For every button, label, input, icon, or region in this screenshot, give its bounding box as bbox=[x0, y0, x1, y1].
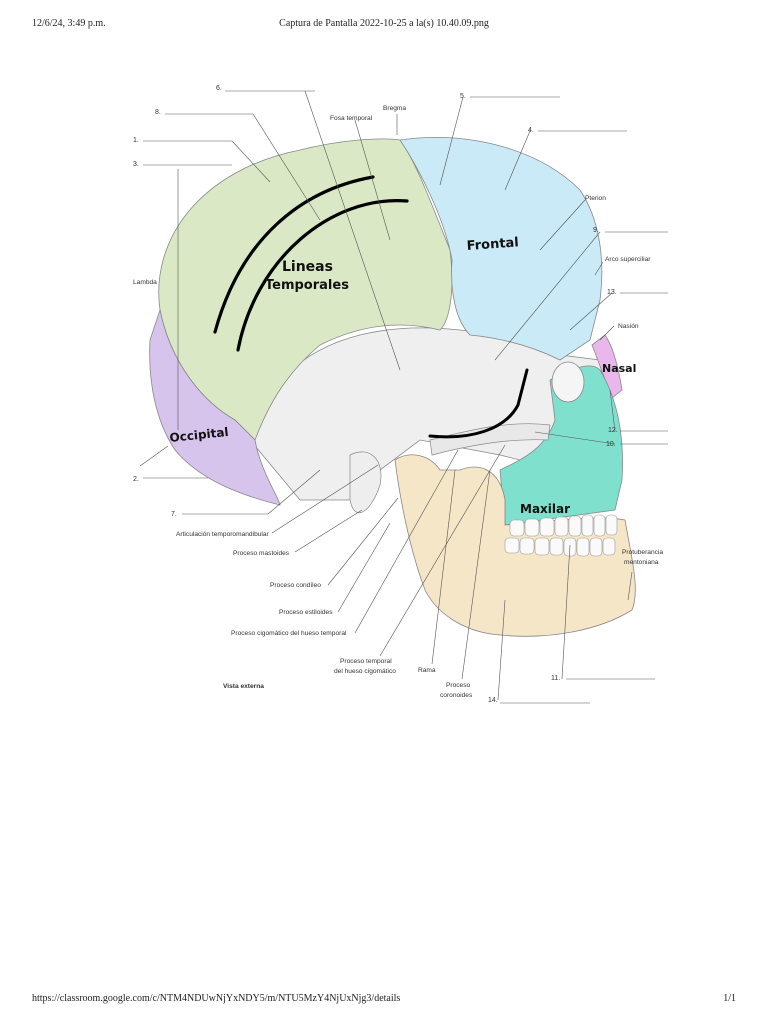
print-title: Captura de Pantalla 2022-10-25 a la(s) 1… bbox=[279, 18, 489, 29]
label-rama: Rama bbox=[418, 667, 436, 674]
blank-5-label: 5. bbox=[460, 93, 466, 100]
print-header: 12/6/24, 3:49 p.m. Captura de Pantalla 2… bbox=[0, 18, 768, 34]
maxilar-bone bbox=[499, 365, 623, 526]
handwritten-frontal: Frontal bbox=[466, 235, 519, 254]
temporal-line-lower bbox=[236, 199, 409, 352]
occipital-bone bbox=[149, 308, 281, 506]
handwritten-temporales: Temporales bbox=[265, 278, 349, 293]
blank-2-label: 2. bbox=[133, 476, 139, 483]
blank-13-label: 13. bbox=[607, 289, 617, 296]
label-protuberancia-1: Protuberancia bbox=[622, 549, 663, 556]
blank-3-label: 3. bbox=[133, 161, 139, 168]
orbit bbox=[551, 361, 585, 403]
label-coronoides-1: Proceso bbox=[446, 682, 471, 689]
label-articulacion-tm: Articulación temporomandibular bbox=[176, 531, 270, 538]
temporal-line-upper bbox=[213, 175, 375, 334]
blank-14-label: 14. bbox=[488, 697, 498, 704]
print-url: https://classroom.google.com/c/NTM4NDUwN… bbox=[32, 993, 401, 1004]
leader-lines bbox=[139, 90, 668, 704]
blank-12-label: 12. bbox=[608, 427, 618, 434]
handwritten-lineas: Lineas bbox=[282, 259, 333, 275]
blank-4-label: 4. bbox=[528, 127, 534, 134]
label-proceso-temporal-2: del hueso cigomático bbox=[334, 668, 396, 675]
print-footer: https://classroom.google.com/c/NTM4NDUwN… bbox=[0, 993, 768, 1009]
label-arco-superciliar: Arco superciliar bbox=[605, 256, 651, 263]
label-lambda: Lambda bbox=[133, 279, 157, 286]
blank-10-label: 10. bbox=[606, 441, 616, 448]
label-proceso-condileo: Proceso condíleo bbox=[270, 582, 321, 589]
blank-8-label: 8. bbox=[155, 109, 161, 116]
handwritten-occipital: Occipital bbox=[169, 425, 229, 445]
label-bregma: Bregma bbox=[383, 105, 406, 112]
label-proceso-cigomatico: Proceso cigomático del hueso temporal bbox=[231, 630, 347, 637]
blank-7-label: 7. bbox=[171, 511, 177, 518]
diagram-caption: Vista externa bbox=[223, 683, 264, 690]
handwritten-maxilar: Maxilar bbox=[520, 502, 570, 516]
mastoid-process bbox=[349, 451, 382, 514]
label-coronoides-2: coronoides bbox=[440, 692, 473, 699]
nasal-bone bbox=[591, 334, 623, 399]
label-nasion: Nasión bbox=[618, 323, 639, 330]
label-fosa-temporal: Fosa temporal bbox=[330, 115, 373, 122]
label-proceso-estiloides: Proceso estiloides bbox=[279, 609, 333, 616]
label-proceso-mastoides: Proceso mastoides bbox=[233, 550, 290, 557]
print-page-number: 1/1 bbox=[723, 993, 736, 1004]
blank-1-label: 1. bbox=[133, 137, 139, 144]
blank-11-label: 11. bbox=[551, 675, 560, 682]
blank-9-label: 9. bbox=[593, 227, 599, 234]
label-pterion: Pterion bbox=[585, 195, 606, 202]
zygomatic-arch bbox=[429, 423, 551, 456]
zygomatic-ink-line bbox=[428, 368, 529, 439]
label-protuberancia-2: mentoniana bbox=[624, 559, 659, 566]
frontal-bone bbox=[399, 137, 603, 361]
teeth bbox=[504, 514, 618, 557]
blank-6-label: 6. bbox=[216, 85, 222, 92]
print-date: 12/6/24, 3:49 p.m. bbox=[32, 18, 106, 29]
label-proceso-temporal-1: Proceso temporal bbox=[340, 658, 392, 665]
handwritten-nasal: Nasal bbox=[602, 362, 636, 375]
